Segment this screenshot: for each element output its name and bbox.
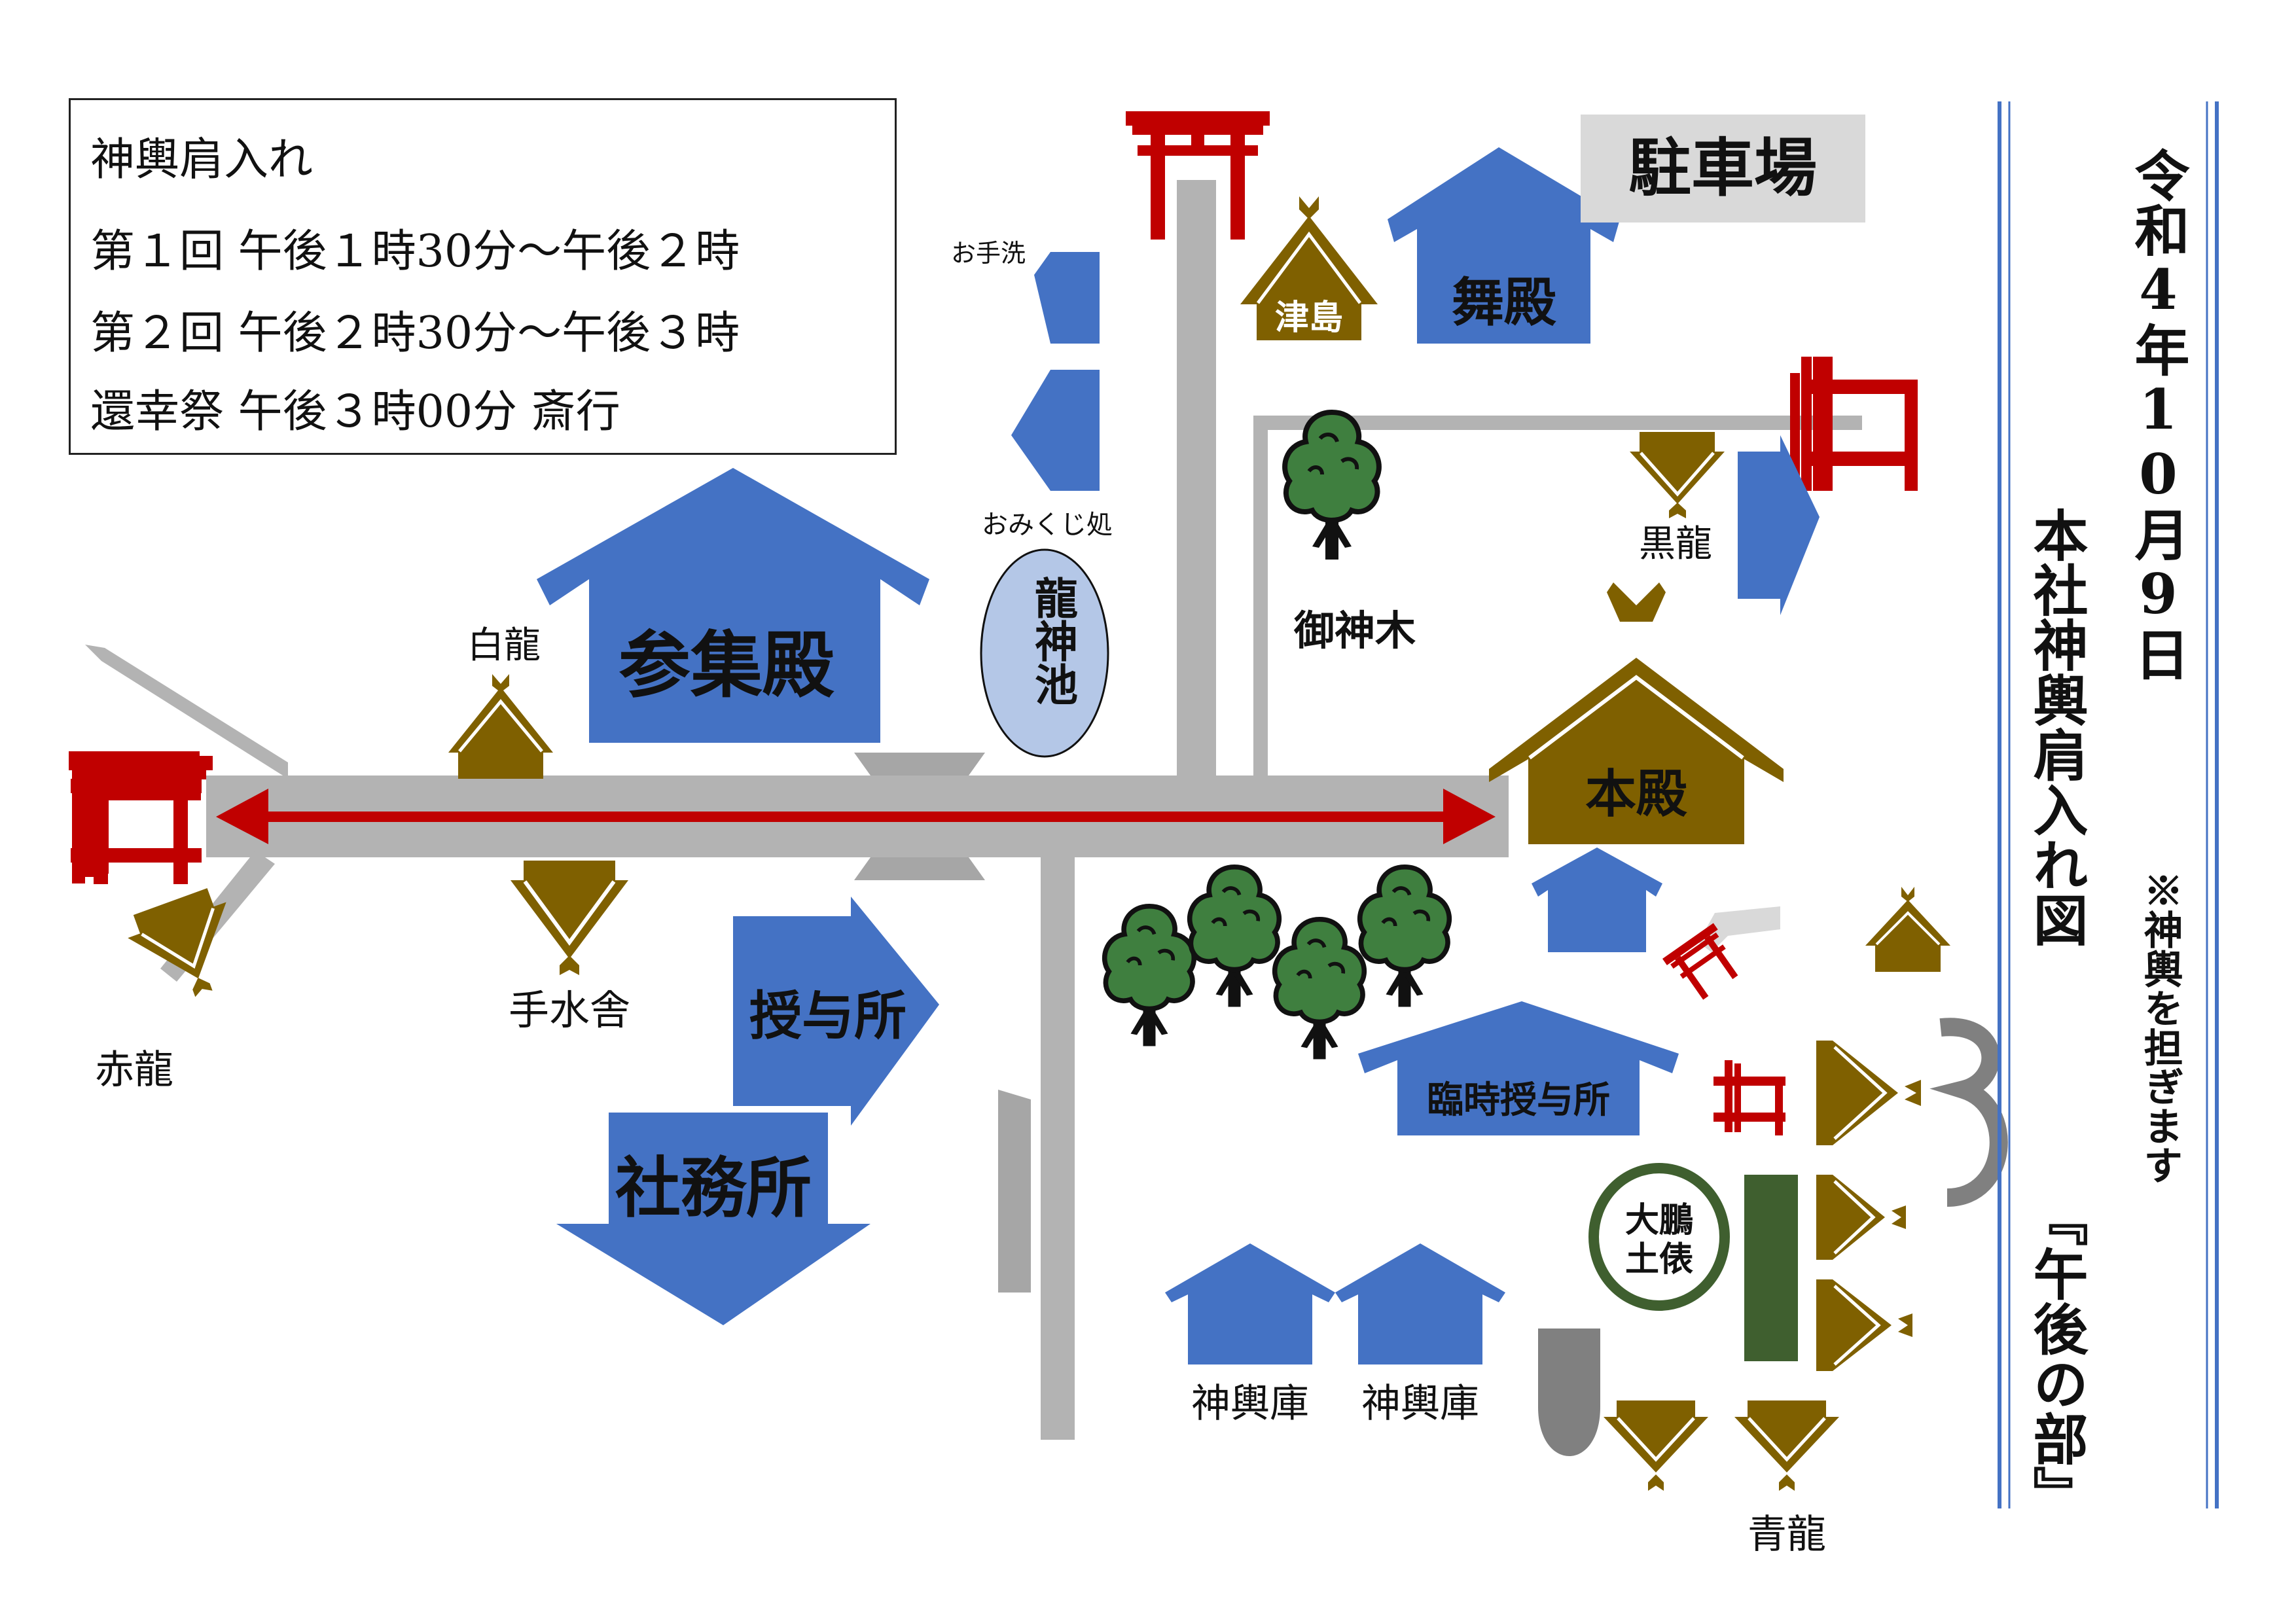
sanshuden-label: 参集殿 (619, 624, 834, 707)
gray-arc (1929, 1018, 2008, 1207)
tsushima-label: 津島 (1275, 298, 1343, 338)
grove-tree-3 (1275, 919, 1365, 1060)
east-lane-horizontal (1253, 416, 1862, 430)
schedule-title: 神輿肩入れ (90, 134, 314, 186)
schedule-line-2: 第２回 午後２時30分〜午後３時 (90, 308, 740, 359)
kokuryu-label: 黒龍 (1639, 523, 1712, 565)
sacred-tree-label: 御神木 (1293, 607, 1416, 654)
torii-west-gate (71, 753, 202, 883)
torii-east-2 (1713, 1060, 1785, 1135)
torii-east-small (1662, 923, 1738, 1000)
schedule-box: 神輿肩入れ 第１回 午後１時30分〜午後２時 第２回 午後２時30分〜午後３時 … (69, 98, 897, 455)
grove-tree-1 (1105, 906, 1194, 1046)
north-path (1177, 180, 1216, 777)
seiryu-shrine-2 (1734, 1400, 1839, 1491)
tsushima-shrine (1240, 196, 1378, 340)
seiryu-label: 青龍 (1748, 1512, 1826, 1558)
mikoshi-ko-1-label: 神輿庫 (1191, 1381, 1309, 1427)
juyosho-label: 授与所 (749, 986, 906, 1046)
mikoshi-ko-2-label: 神輿庫 (1361, 1381, 1479, 1427)
sacred-tree (1285, 412, 1379, 560)
gray-stone-lower (854, 857, 985, 880)
dance-hall-label: 舞殿 (1452, 272, 1556, 333)
torii-east-1 (1790, 357, 1918, 491)
shamusho-building (556, 1113, 870, 1325)
sekiryu-shrine (128, 888, 226, 997)
temizuya-shrine (511, 861, 628, 975)
parking-label: 駐車場 (1628, 132, 1817, 205)
temizuya-label: 手水舎 (509, 986, 630, 1034)
otearai-label: お手洗 (951, 239, 1026, 268)
gray-stone-south (998, 1090, 1031, 1293)
dohyo-label: 大鵬土俵 (1617, 1201, 1702, 1279)
hakuryu-shrine (448, 674, 553, 779)
hakuryu-label: 白龍 (467, 624, 541, 667)
gray-stone-upper (854, 753, 985, 776)
note-text: ※神輿を担ぎます (2137, 870, 2183, 1185)
otearai-building-2 (1011, 370, 1100, 491)
mikoshi-ko-2-building (1335, 1243, 1505, 1364)
gray-ishi (1538, 1329, 1600, 1456)
dohyo-label-text: 大鵬土俵 (1624, 1201, 1693, 1279)
temp-juyosho-label: 臨時授与所 (1427, 1079, 1610, 1122)
grove-tree-2 (1190, 867, 1280, 1007)
green-bar (1744, 1175, 1798, 1361)
east-lane-vertical (1253, 416, 1268, 779)
session-title: 『午後の部』 (2024, 1191, 2089, 1521)
date-title: 令和4年10月9日 (2126, 147, 2191, 681)
right-shrine-1 (1816, 1041, 1921, 1145)
honden-label: 本殿 (1585, 765, 1687, 824)
pond-label: 龍神池 (1028, 576, 1078, 705)
dragon-pond (980, 548, 1109, 758)
seiryu-shrine-1 (1604, 1400, 1708, 1491)
west-diagonal-upper (85, 645, 288, 779)
sekiryu-label: 赤龍 (95, 1047, 173, 1093)
dance-hall-building (1388, 147, 1620, 344)
honden-front-building (1532, 847, 1662, 952)
south-path (1041, 857, 1075, 1440)
kokuryu-building (1738, 435, 1820, 615)
right-shrine-3 (1816, 1279, 1912, 1371)
schedule-line-3: 還幸祭 午後３時00分 斎行 (90, 386, 620, 438)
dohyo-ring (1588, 1163, 1730, 1311)
parking-box (1581, 115, 1865, 223)
torii-west-rotated (69, 751, 200, 766)
juyosho-building (733, 897, 939, 1126)
schedule-line-1: 第１回 午後１時30分〜午後２時 (90, 226, 740, 277)
right-shrine-2 (1816, 1175, 1906, 1260)
shamusho-label: 社務所 (615, 1150, 812, 1226)
east-small-path (1698, 906, 1780, 952)
temp-juyosho-building (1358, 1001, 1679, 1135)
small-shrine-east (1865, 887, 1950, 972)
kokuryu-shrine (1630, 432, 1725, 518)
route-arrow (216, 789, 1496, 844)
grove-tree-4 (1360, 867, 1450, 1007)
honden-shrine (1489, 582, 1784, 844)
mikoshi-ko-1-building (1165, 1243, 1335, 1364)
omikuji-label: おみくじ処 (982, 510, 1113, 540)
sanshuden-building (537, 468, 929, 743)
map-title: 本社神輿肩入れ図 (2024, 507, 2089, 947)
otearai-building-1 (1034, 252, 1100, 344)
